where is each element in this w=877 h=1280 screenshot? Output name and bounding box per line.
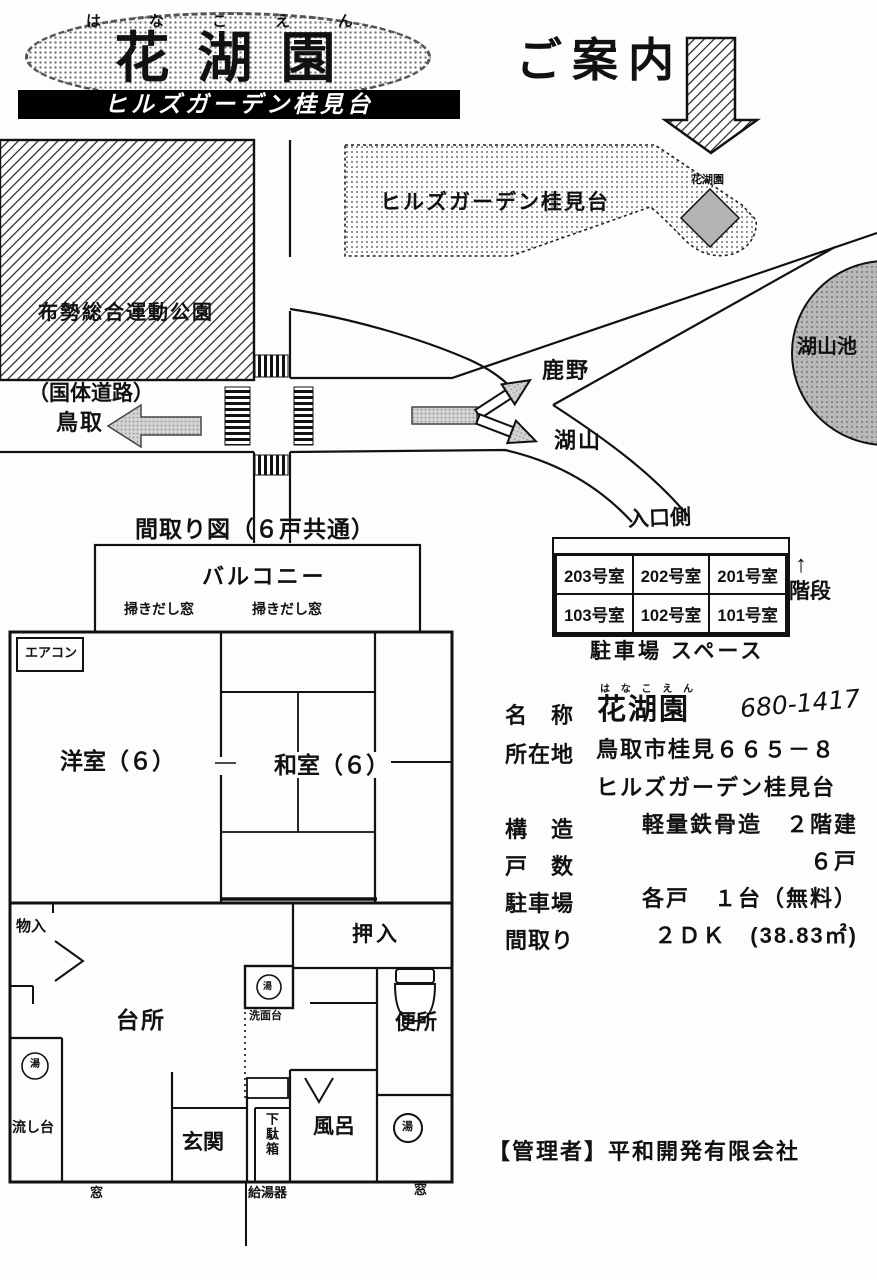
water-heater-label: 給湯器 — [248, 1185, 288, 1200]
balcony-label: バルコニー — [202, 564, 327, 589]
detail-value: 各戸 １台（無料） — [641, 886, 858, 911]
subtitle-banner: ヒルズガーデン桂見台 — [18, 90, 460, 119]
parking-cell: 201号室 — [709, 555, 786, 594]
window-label: 窓 — [414, 1182, 428, 1197]
parking-cell: 102号室 — [632, 594, 710, 633]
park-region — [0, 138, 256, 382]
western-room-label: 洋室（６） — [60, 748, 175, 774]
koyama-arrow-icon — [474, 413, 539, 445]
tottori-label: 鳥取 — [56, 410, 105, 435]
building-diamond — [679, 187, 741, 249]
parking-cell: 103号室 — [556, 594, 633, 633]
parking-table-strip — [554, 539, 788, 553]
sweep-window-label: 掃きだし窓 — [124, 601, 194, 617]
bath-label: 風呂 — [313, 1115, 355, 1138]
detail-label: 駐車場 — [505, 891, 575, 916]
fork-arrow-bar — [411, 406, 478, 425]
floorplan-title: 間取り図（６戸共通） — [135, 516, 375, 542]
kitchen-label: 台所 — [116, 1007, 166, 1033]
crosswalks — [224, 354, 314, 476]
shikano-label: 鹿野 — [542, 358, 591, 383]
hanakoen-map-label: 花湖園 — [691, 174, 724, 186]
toilet-label: 便所 — [395, 1011, 437, 1034]
name-furigana: は な こ え ん — [600, 684, 698, 695]
floorplan-walls — [8, 543, 454, 1246]
detail-label: 名 称 — [505, 703, 575, 728]
sweep-window-label: 掃きだし窓 — [252, 601, 322, 617]
washstand-label: 洗面台 — [249, 1010, 282, 1023]
shoe-box-label: 下駄箱 — [263, 1112, 279, 1157]
title-ellipse — [25, 12, 431, 102]
detail-label: 戸 数 — [505, 854, 575, 879]
detail-label: 所在地 — [505, 742, 575, 767]
storage-label: 物入 — [16, 918, 47, 935]
manager-line: 【管理者】平和開発有限会社 — [488, 1139, 801, 1164]
lake-label: 湖山池 — [797, 336, 857, 358]
title-furigana: はなこえん — [86, 13, 402, 30]
sink-label: 流し台 — [12, 1119, 54, 1135]
window-label: 窓 — [90, 1185, 104, 1200]
parking-cell: 101号室 — [709, 594, 786, 633]
detail-value: ヒルズガーデン桂見台 — [596, 775, 837, 800]
property-name: 花湖園 — [597, 694, 691, 726]
detail-label: 構 造 — [505, 817, 575, 842]
lake-region — [791, 260, 877, 446]
page-title: 花湖園 — [114, 27, 364, 89]
detail-label: 間取り — [505, 928, 575, 953]
japanese-room-label: 和室（６） — [272, 752, 391, 779]
stairs-label: 階段 — [789, 580, 831, 603]
parking-caption: 駐車場 スペース — [590, 640, 765, 663]
parking-cell: 202号室 — [632, 555, 710, 594]
hills-garden-label: ヒルズガーデン桂見台 — [380, 191, 610, 214]
hills-garden-region — [344, 144, 757, 257]
guide-down-arrow-icon — [661, 36, 761, 155]
road-lines — [0, 140, 877, 543]
tottori-arrow-icon — [106, 403, 202, 449]
entrance-label: 玄関 — [182, 1131, 224, 1154]
closet-label: 押入 — [352, 923, 400, 946]
koyama-label: 湖山 — [554, 428, 603, 453]
guide-heading: ご案内 — [516, 34, 684, 86]
hot-water-symbol: 湯 — [402, 1121, 413, 1133]
entrance-side-label: 入口側 — [627, 505, 692, 532]
hot-water-symbol: 湯 — [30, 1059, 40, 1070]
detail-value: ２ＤＫ (38.83㎡) — [654, 923, 858, 948]
parking-cell: 203号室 — [556, 555, 633, 594]
detail-value: 軽量鉄骨造 ２階建 — [641, 812, 858, 837]
parking-grid: 203号室 202号室 201号室 103号室 102号室 101号室 — [554, 553, 788, 635]
kokutai-road-label: （国体道路） — [28, 382, 154, 405]
hot-water-symbol: 湯 — [263, 981, 273, 991]
detail-value: 鳥取市桂見６６５－８ — [596, 737, 837, 762]
detail-value: ６戸 — [809, 849, 858, 874]
park-label: 布勢総合運動公園 — [38, 302, 214, 324]
parking-table: 203号室 202号室 201号室 103号室 102号室 101号室 — [552, 537, 790, 637]
aircon-label: エアコン — [25, 645, 78, 660]
stairs-arrow-icon: ↑ — [795, 551, 807, 578]
